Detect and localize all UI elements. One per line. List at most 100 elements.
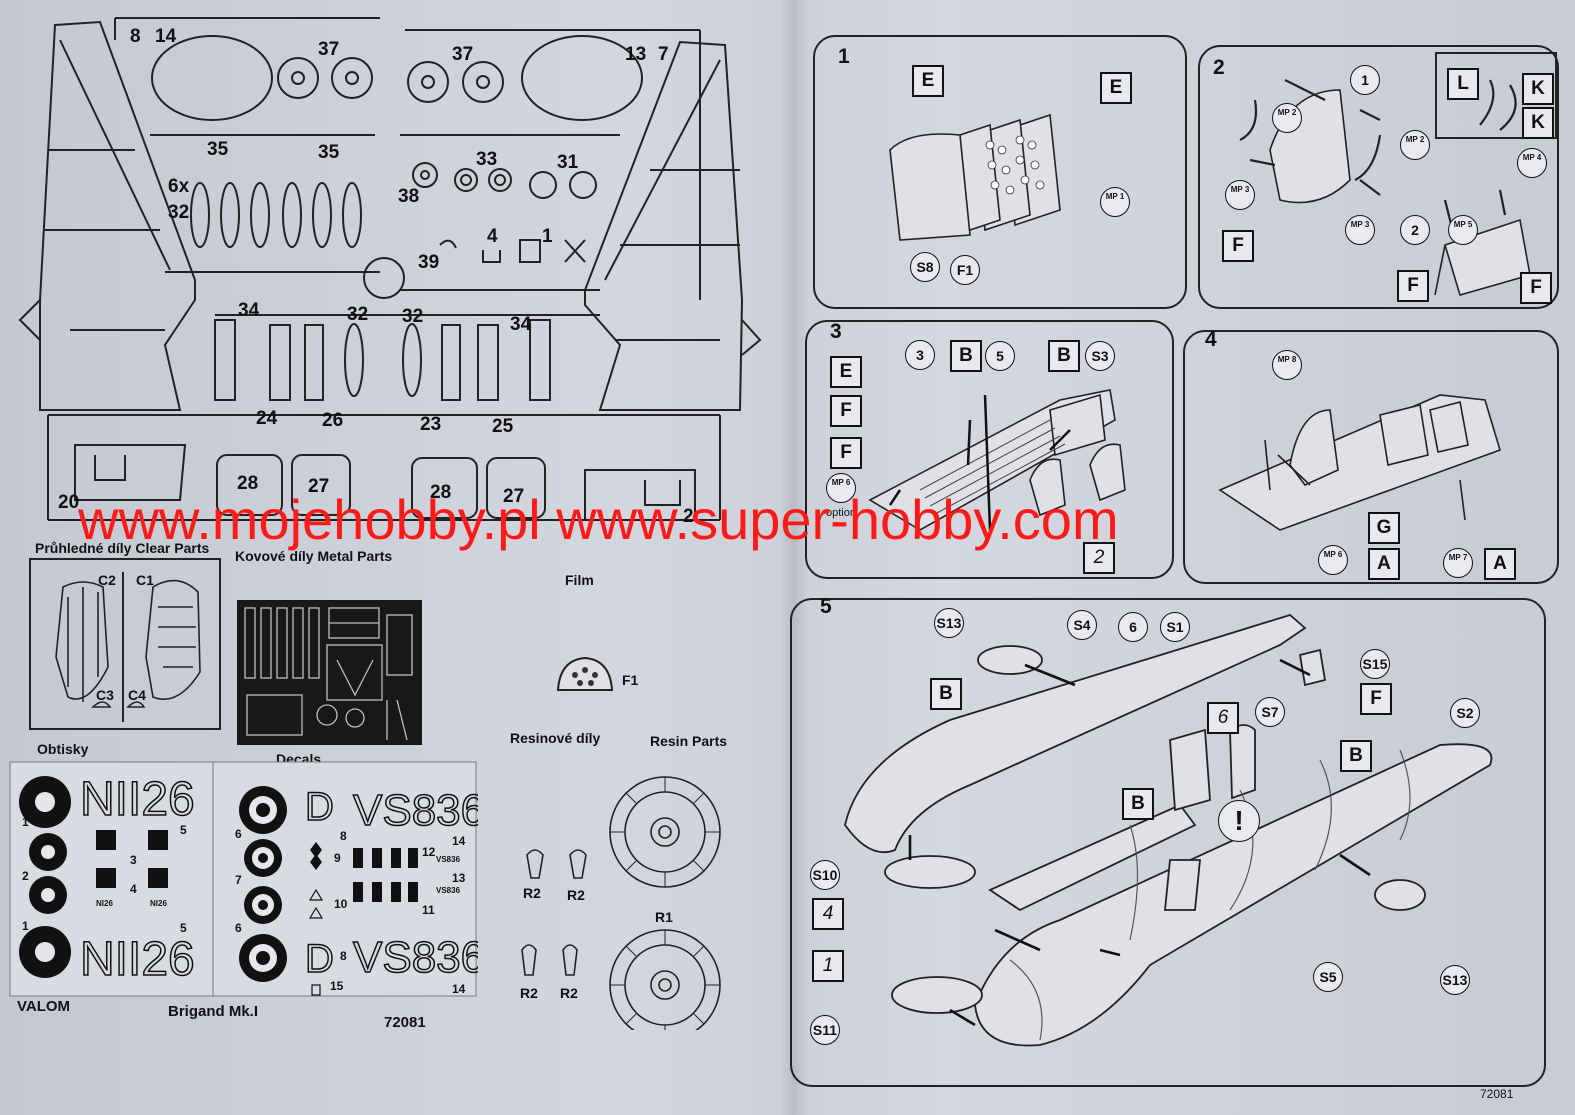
step-2-part-K-a: K xyxy=(1522,73,1554,105)
step-1-number: 1 xyxy=(838,45,850,68)
svg-text:28: 28 xyxy=(430,482,451,503)
decal-code-left-2: NII26 xyxy=(80,933,195,986)
svg-text:4: 4 xyxy=(487,226,498,247)
svg-text:C1: C1 xyxy=(136,572,154,588)
svg-text:20: 20 xyxy=(58,492,79,513)
step-3-mp6: MP 6 xyxy=(826,473,856,503)
step-5-part-B-c: B xyxy=(1122,788,1154,820)
step-4-drawing xyxy=(1218,394,1501,531)
svg-text:11: 11 xyxy=(422,903,435,917)
decal-small-code-1: NI26 xyxy=(96,899,113,908)
metal-parts-label: Kovové díly Metal Parts xyxy=(235,548,393,564)
decal-small-right-2: VS836 xyxy=(436,886,461,895)
step-3-s3: S3 xyxy=(1085,341,1115,371)
step-2-panel xyxy=(1198,45,1559,309)
step-5-s2: S2 xyxy=(1450,698,1480,728)
page-code: 72081 xyxy=(1480,1087,1514,1101)
svg-text:26: 26 xyxy=(322,410,343,431)
step-5-part-B-b: B xyxy=(1340,740,1372,772)
decal-small-right-1: VS836 xyxy=(436,855,461,864)
step-3-option: option xyxy=(826,507,856,519)
step-2-mp2-b: MP 2 xyxy=(1400,130,1430,160)
svg-text:34: 34 xyxy=(238,300,260,321)
decal-letter-right-2: D xyxy=(305,937,334,981)
step-5-s13-b: S13 xyxy=(1440,965,1470,995)
step-4-mp8: MP 8 xyxy=(1272,350,1302,380)
step-2-mp3-b: MP 3 xyxy=(1345,215,1375,245)
film-instrument-panel xyxy=(556,656,614,691)
svg-text:R2: R2 xyxy=(567,887,585,903)
step-2-part-1: 1 xyxy=(1350,65,1380,95)
step-1-mp1: MP 1 xyxy=(1100,187,1130,217)
svg-text:10: 10 xyxy=(334,897,348,911)
step-3-part-3: 3 xyxy=(905,340,935,370)
svg-text:C4: C4 xyxy=(128,687,146,703)
step-3-part-5: 5 xyxy=(985,341,1015,371)
decal-sheet: NII26 NII26 NI26 NI26 1 2 1 3 4 5 5 D VS… xyxy=(9,761,478,997)
decal-code-left: NII26 xyxy=(80,773,195,826)
svg-text:35: 35 xyxy=(207,139,229,160)
step-2-part-2: 2 xyxy=(1400,215,1430,245)
step-4-part-A-a: A xyxy=(1368,548,1400,580)
step-4-panel xyxy=(1183,330,1559,584)
svg-text:32: 32 xyxy=(347,304,368,325)
step-5-part-F: F xyxy=(1360,683,1392,715)
step-5-s10: S10 xyxy=(810,860,840,890)
svg-text:R2: R2 xyxy=(560,985,578,1001)
svg-text:14: 14 xyxy=(155,26,177,47)
svg-text:27: 27 xyxy=(503,486,524,507)
step-3-panel xyxy=(805,320,1174,579)
svg-text:32: 32 xyxy=(168,202,189,223)
step-5-s13-a: S13 xyxy=(934,608,964,638)
step-1-part-E-a: E xyxy=(912,65,944,97)
step-5-s11: S11 xyxy=(810,1015,840,1045)
clear-parts-label: Průhledné díly Clear Parts xyxy=(35,540,210,556)
step-2-inset xyxy=(1435,52,1557,139)
svg-text:1: 1 xyxy=(22,919,29,933)
step-1-panel xyxy=(813,35,1187,309)
brand-label: VALOM xyxy=(17,998,71,1015)
svg-text:39: 39 xyxy=(418,252,439,273)
photo-etch-fret xyxy=(237,600,422,745)
resin-parts-drawing: R2 R2 R1 R2 R2 xyxy=(520,776,721,1030)
svg-text:8: 8 xyxy=(130,26,141,47)
step-3-part-B-b: B xyxy=(1048,340,1080,372)
step-4-mp6: MP 6 xyxy=(1318,545,1348,575)
svg-text:5: 5 xyxy=(180,921,187,935)
step-5-part-B-a: B xyxy=(930,678,962,710)
svg-text:13: 13 xyxy=(452,871,466,885)
step-5-s1: S1 xyxy=(1160,612,1190,642)
svg-text:37: 37 xyxy=(452,44,473,65)
step-4-mp7: MP 7 xyxy=(1443,548,1473,578)
svg-text:14: 14 xyxy=(452,834,466,848)
step-5-number: 5 xyxy=(820,595,832,618)
svg-text:25: 25 xyxy=(492,416,514,437)
svg-text:38: 38 xyxy=(398,186,419,207)
svg-text:9: 9 xyxy=(334,851,341,865)
model-label: Brigand Mk.I xyxy=(168,1003,259,1020)
svg-text:32: 32 xyxy=(402,306,423,327)
step-3-part-E: E xyxy=(830,356,862,388)
step-3-drawing xyxy=(868,389,1126,531)
decals-cz-label: Obtisky xyxy=(37,741,89,757)
svg-text:R2: R2 xyxy=(520,985,538,1001)
step-5-part-6-b: 6 xyxy=(1207,702,1239,734)
svg-text:15: 15 xyxy=(330,979,344,993)
step-3-part-2: 2 xyxy=(1083,542,1115,574)
step-5-panel xyxy=(790,598,1546,1087)
svg-text:28: 28 xyxy=(237,473,258,494)
decal-code-right: VS836 xyxy=(353,786,478,835)
step-1-f1: F1 xyxy=(950,255,980,285)
step-2-mp3-a: MP 3 xyxy=(1225,180,1255,210)
svg-text:27: 27 xyxy=(308,476,329,497)
step-5-s5: S5 xyxy=(1313,962,1343,992)
decal-letter-right: D xyxy=(305,785,334,829)
svg-text:2: 2 xyxy=(683,506,694,527)
svg-text:R2: R2 xyxy=(523,885,541,901)
svg-text:7: 7 xyxy=(235,873,242,887)
svg-text:23: 23 xyxy=(420,414,441,435)
step-2-number: 2 xyxy=(1213,56,1225,79)
step-1-drawing xyxy=(889,113,1061,241)
svg-text:R1: R1 xyxy=(655,909,673,925)
